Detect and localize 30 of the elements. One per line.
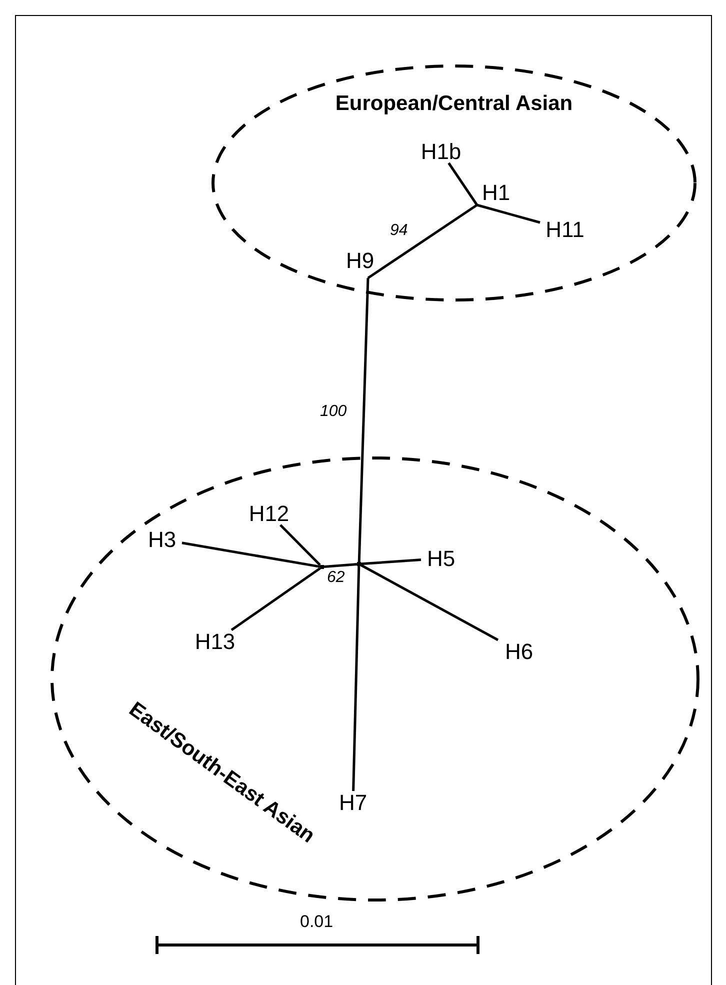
haplotype-label: H9: [340, 249, 380, 272]
bootstrap-value: 94: [390, 222, 408, 240]
tree-branch: [358, 278, 370, 562]
tree-branch: [360, 558, 422, 566]
bootstrap-value: 62: [327, 569, 345, 587]
tree-branch: [280, 524, 321, 566]
haplotype-label: H5: [421, 547, 461, 570]
tree-branch: [352, 566, 360, 792]
haplotype-label: H11: [540, 218, 590, 241]
haplotype-label: H7: [333, 791, 373, 814]
haplotype-label: H1b: [415, 140, 467, 163]
tree-branch: [360, 564, 499, 642]
haplotype-label: H6: [497, 640, 541, 663]
scale-value: 0.01: [300, 912, 334, 932]
haplotype-label: H12: [240, 502, 298, 525]
haplotype-label: H1: [477, 181, 515, 204]
group-title: European/Central Asian: [334, 92, 574, 116]
branch-point: [320, 565, 324, 569]
tree-branch: [448, 162, 478, 206]
dashed-ellipse: [50, 456, 700, 902]
tree-branch: [324, 562, 358, 568]
haplotype-label: H3: [142, 528, 182, 551]
haplotype-label: H13: [187, 630, 243, 653]
tree-branch: [367, 204, 478, 280]
bootstrap-value: 100: [320, 403, 347, 421]
branch-point: [357, 562, 361, 566]
tree-branch: [182, 542, 320, 568]
dashed-ellipse: [211, 64, 697, 302]
tree-branch: [230, 567, 321, 632]
tree-branch: [476, 204, 540, 224]
